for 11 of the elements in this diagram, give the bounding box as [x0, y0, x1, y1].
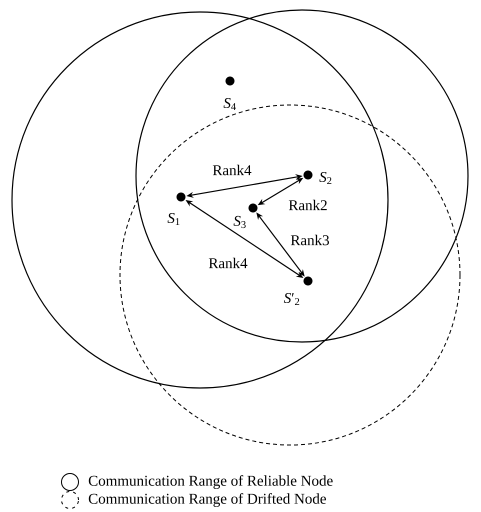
edge-label: Rank3 — [289, 234, 331, 246]
edge-label: Rank4 — [211, 164, 253, 176]
node-label: S$_{2}$ — [319, 172, 332, 184]
legend-text: Communication Range of Reliable Node — [88, 475, 333, 489]
edge-label: Rank2 — [287, 198, 329, 212]
edge-label: Rank4 — [207, 256, 249, 270]
node-label: S$_{3}$ — [234, 216, 246, 228]
node-label: S$_{4}$ — [224, 98, 236, 110]
legend-text: Communication Range of Drifted Node — [88, 493, 326, 507]
node-label: S′$_{2}$ — [284, 292, 300, 306]
node-label: S$_{1}$ — [168, 212, 180, 226]
